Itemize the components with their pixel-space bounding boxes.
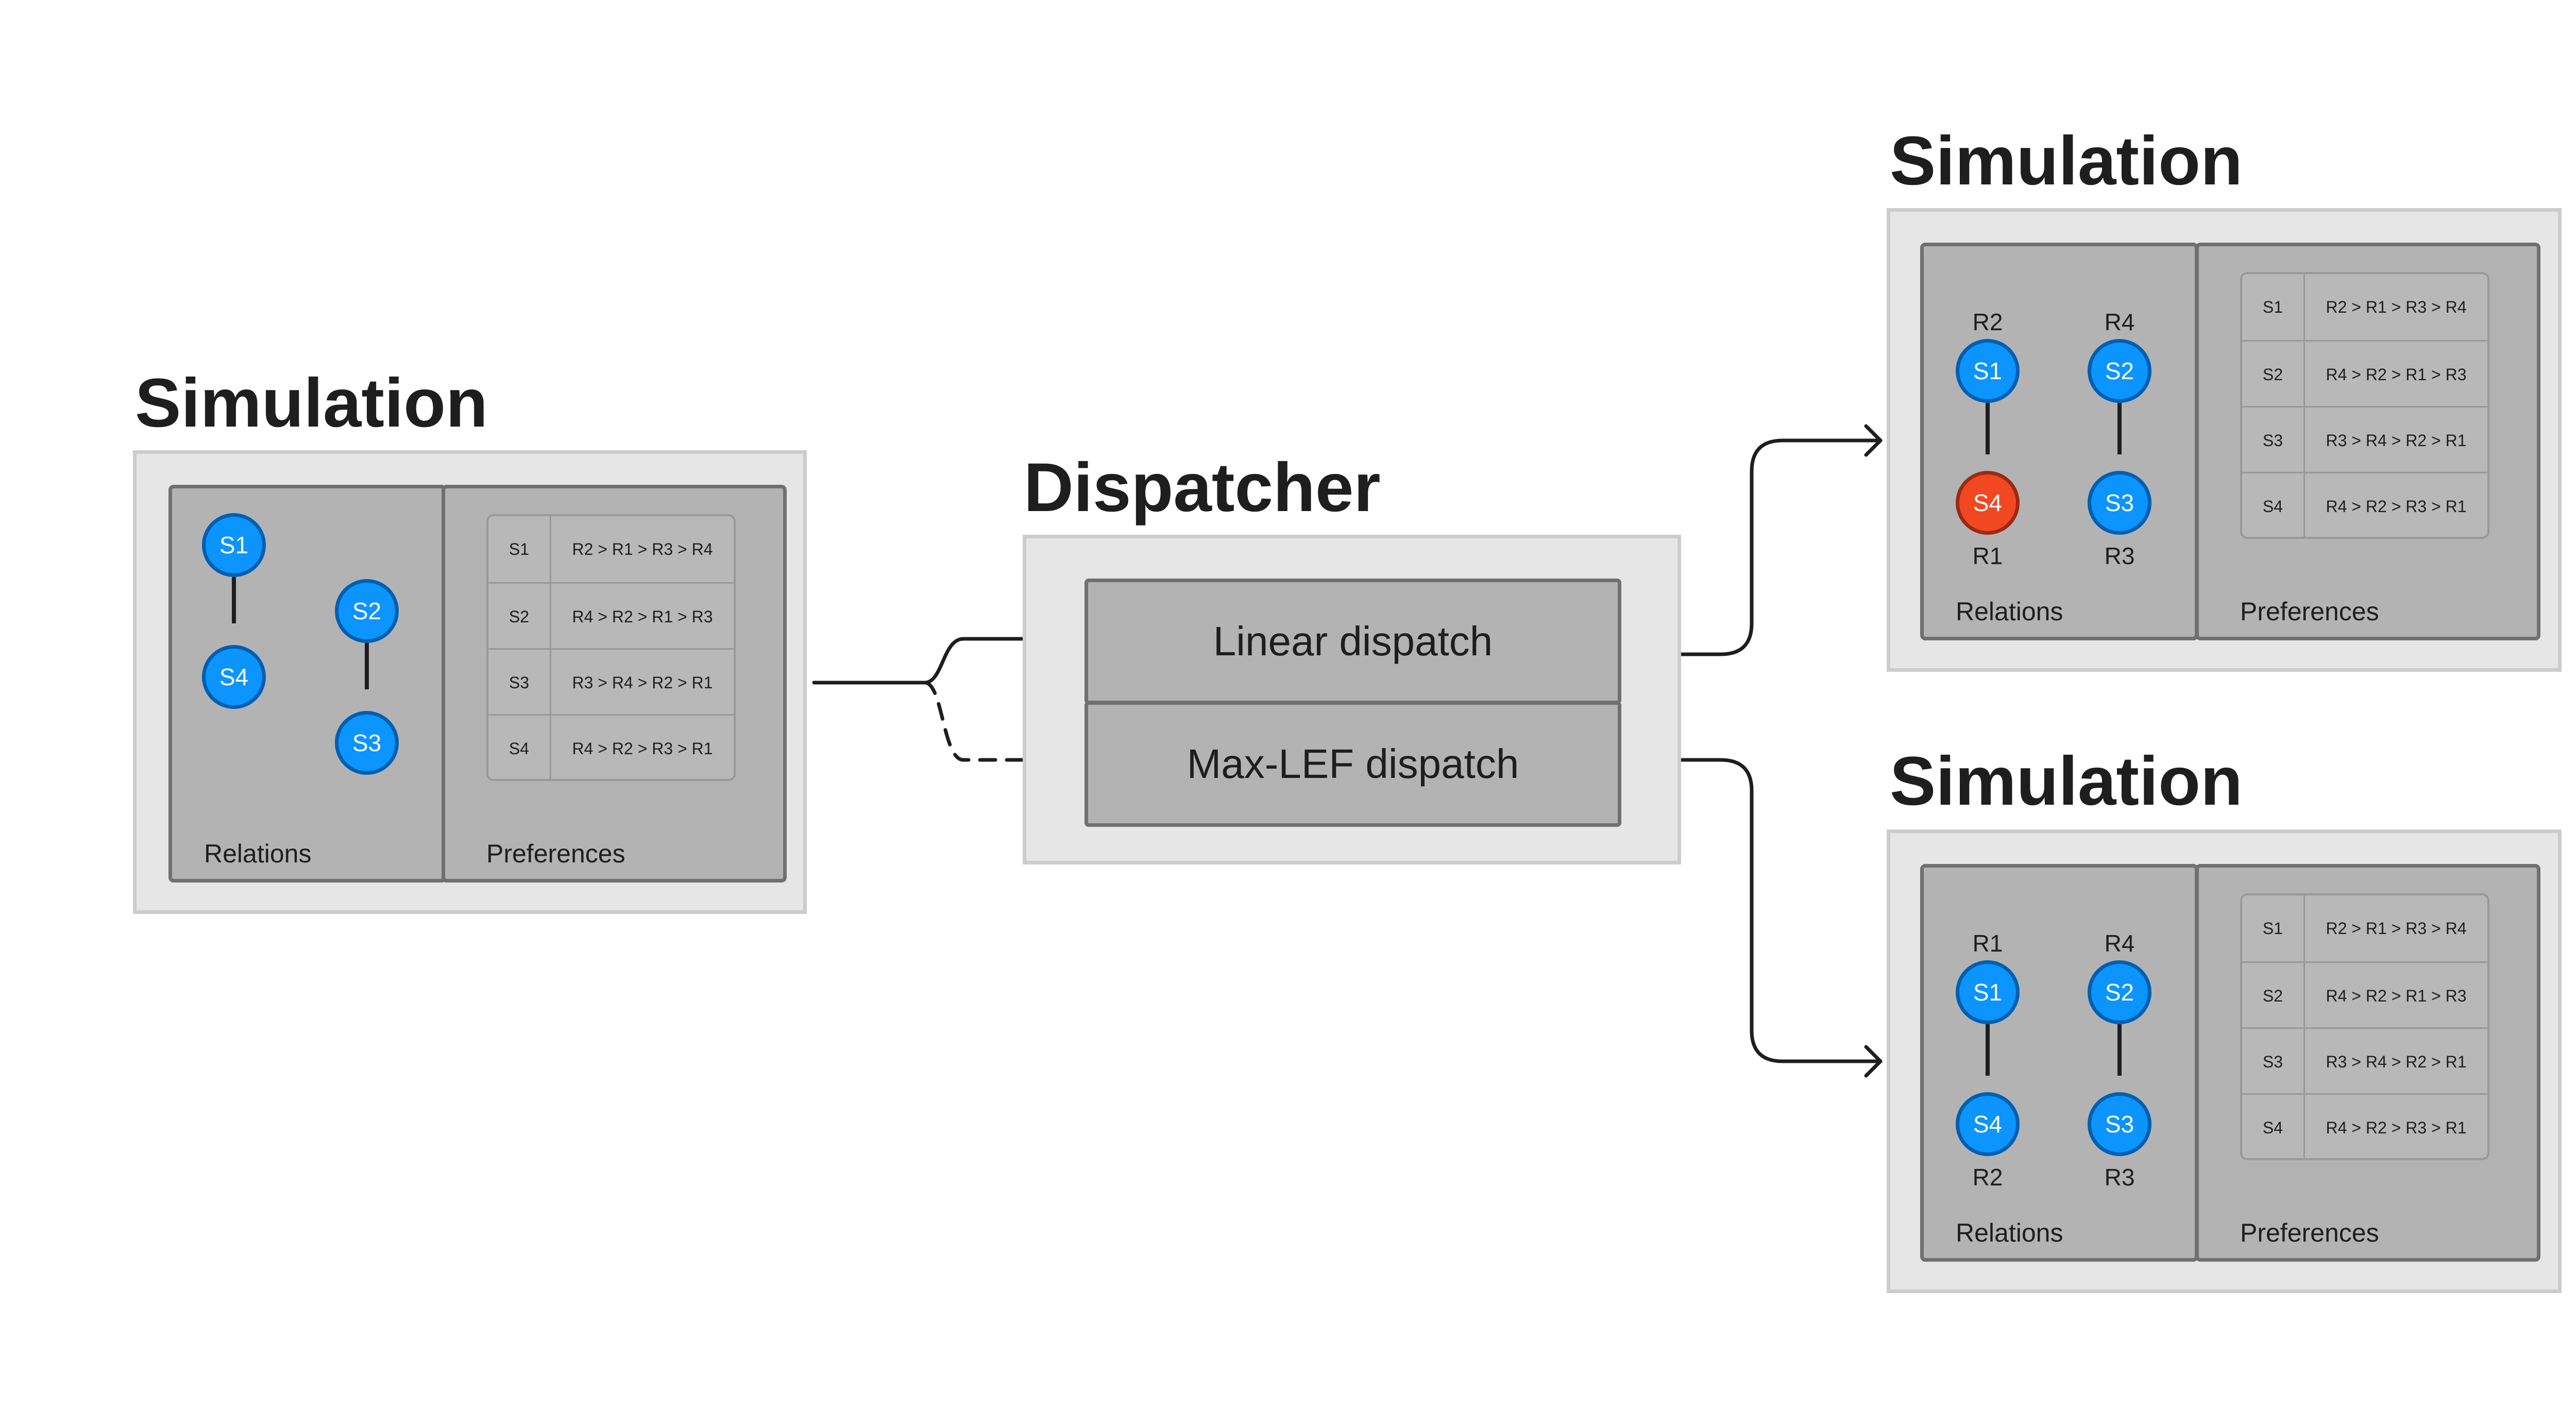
node-label-r1: R1	[1972, 930, 2003, 957]
relation-edge-s2-s3	[2117, 403, 2122, 454]
node-s4: S4	[202, 645, 266, 709]
node-label-r4: R4	[2104, 309, 2135, 335]
pref-value: R3 > R4 > R2 > R1	[2326, 431, 2467, 450]
node-s3: S3	[2088, 471, 2151, 535]
relation-edge-s2-s3	[365, 643, 369, 689]
pref-value: R2 > R1 > R3 > R4	[2326, 297, 2467, 316]
pref-value: R2 > R1 > R3 > R4	[572, 539, 713, 558]
pref-value: R4 > R2 > R1 > R3	[572, 607, 713, 626]
arrow-maxlef-to-sim-bottom	[1621, 758, 1883, 1063]
dispatcher-title: Dispatcher	[1024, 449, 1381, 526]
relations-panel: R1 S1 S4 R2 R4 S2 S3 R3 Relations	[1920, 864, 2198, 1262]
node-s1: S1	[1956, 339, 2020, 403]
node-s2: S2	[2088, 339, 2151, 403]
pref-key: S3	[2242, 408, 2305, 473]
node-s4-conflict: S4	[1956, 471, 2020, 535]
relation-edge-s2-s3	[2117, 1024, 2122, 1076]
simulation-input-box: S1 S4 S2 S3 Relations S1 R2 > R1 > R3 > R…	[133, 450, 807, 914]
pref-row: S2 R4 > R2 > R1 > R3	[488, 582, 734, 650]
relation-edge-s1-s4	[1986, 403, 1990, 454]
simulation-title-maxlef: Simulation	[1890, 743, 2243, 820]
pref-row: S1 R2 > R1 > R3 > R4	[2242, 274, 2487, 340]
preferences-label: Preferences	[2240, 597, 2379, 626]
node-s1: S1	[202, 513, 266, 577]
pref-value: R2 > R1 > R3 > R4	[2326, 919, 2467, 938]
pref-value: R3 > R4 > R2 > R1	[2326, 1052, 2467, 1071]
node-label-r2: R2	[1972, 309, 2003, 335]
relations-panel: R2 S1 S4 R1 R4 S2 S3 R3 Relations	[1920, 243, 2198, 640]
preferences-label: Preferences	[486, 839, 625, 868]
node-s2: S2	[2088, 960, 2151, 1024]
linear-dispatch-button[interactable]: Linear dispatch	[1084, 579, 1621, 704]
pref-key: S2	[488, 584, 551, 650]
node-label-r4: R4	[2104, 930, 2135, 957]
pref-key: S2	[2242, 342, 2305, 408]
dispatcher-box: Linear dispatch Max-LEF dispatch	[1023, 535, 1681, 864]
pref-value: R4 > R2 > R1 > R3	[2326, 986, 2467, 1005]
pref-row: S1 R2 > R1 > R3 > R4	[2242, 895, 2487, 961]
pref-row: S2 R4 > R2 > R1 > R3	[2242, 340, 2487, 408]
pref-key: S4	[2242, 1095, 2305, 1158]
pref-key: S3	[488, 650, 551, 716]
preferences-label: Preferences	[2240, 1218, 2379, 1247]
node-s3: S3	[2088, 1092, 2151, 1156]
pref-row: S1 R2 > R1 > R3 > R4	[488, 516, 734, 582]
node-label-r3: R3	[2104, 542, 2135, 569]
node-s2: S2	[335, 579, 399, 643]
relation-edge-s1-s4	[232, 577, 236, 623]
arrow-linear-to-sim-top	[1621, 438, 1883, 656]
pref-row: S4 R4 > R2 > R3 > R1	[2242, 1093, 2487, 1158]
node-label-r3: R3	[2104, 1164, 2135, 1191]
simulation-title-linear: Simulation	[1890, 123, 2243, 199]
pref-key: S1	[2242, 895, 2305, 961]
pref-value: R4 > R2 > R3 > R1	[2326, 497, 2467, 516]
node-s4: S4	[1956, 1092, 2020, 1156]
simulation-linear-box: R2 S1 S4 R1 R4 S2 S3 R3 Relations S1 R2 >…	[1887, 208, 2562, 672]
node-label-r1: R1	[1972, 542, 2003, 569]
relations-label: Relations	[1956, 597, 2063, 626]
simulation-title-input: Simulation	[135, 365, 488, 442]
maxlef-dispatch-button[interactable]: Max-LEF dispatch	[1084, 701, 1621, 827]
pref-key: S1	[488, 516, 551, 582]
pref-row: S3 R3 > R4 > R2 > R1	[2242, 1027, 2487, 1095]
pref-row: S4 R4 > R2 > R3 > R1	[488, 714, 734, 779]
pref-row: S3 R3 > R4 > R2 > R1	[2242, 406, 2487, 473]
pref-row: S3 R3 > R4 > R2 > R1	[488, 648, 734, 716]
relations-label: Relations	[204, 839, 312, 868]
relation-edge-s1-s4	[1986, 1024, 1990, 1076]
pref-key: S1	[2242, 274, 2305, 340]
pref-value: R4 > R2 > R1 > R3	[2326, 365, 2467, 384]
pref-key: S4	[488, 716, 551, 779]
node-s3: S3	[335, 711, 399, 775]
pref-key: S3	[2242, 1029, 2305, 1095]
pref-row: S2 R4 > R2 > R1 > R3	[2242, 961, 2487, 1029]
pref-value: R4 > R2 > R3 > R1	[572, 739, 713, 758]
relations-label: Relations	[1956, 1218, 2063, 1247]
arrow-input-to-maxlef-dashed	[923, 681, 1081, 762]
pref-value: R3 > R4 > R2 > R1	[572, 673, 713, 692]
node-label-r2: R2	[1972, 1164, 2003, 1191]
pref-value: R4 > R2 > R3 > R1	[2326, 1118, 2467, 1137]
pref-key: S4	[2242, 473, 2305, 537]
relations-panel: S1 S4 S2 S3 Relations	[168, 485, 447, 883]
simulation-maxlef-box: R1 S1 S4 R2 R4 S2 S3 R3 Relations S1 R2 >…	[1887, 829, 2562, 1293]
pref-row: S4 R4 > R2 > R3 > R1	[2242, 472, 2487, 537]
node-s1: S1	[1956, 960, 2020, 1024]
pref-key: S2	[2242, 963, 2305, 1029]
